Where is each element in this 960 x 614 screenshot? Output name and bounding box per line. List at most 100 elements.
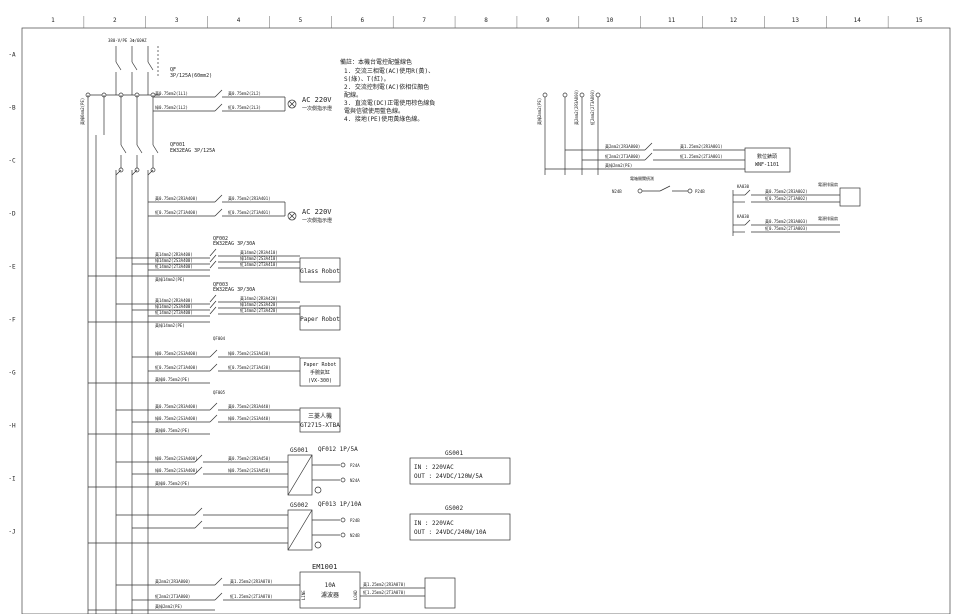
column-number: 9 [546, 17, 550, 24]
hmi-box-line2: GT2715-XTBA [300, 422, 340, 429]
column-number: 14 [854, 17, 862, 24]
wire-label-d3: 紅14mm2(2T3A400) [155, 309, 193, 315]
note-line-3: 2. 交流控制電(AC)依相位顏色 [344, 83, 429, 91]
wire-label-f4: 綠0.75mm2(2S3A440) [228, 415, 271, 421]
gs001-spec-box [409, 457, 511, 485]
row-letter: -I [8, 476, 16, 483]
gs002-in: IN : 220VAC [414, 520, 454, 527]
wire-label-b4: 紅0.75mm2(2T3A401) [228, 209, 271, 215]
wire-label-rel1: 黃0.75mm2(2R3A802) [765, 188, 808, 194]
power-supply-gs002 [88, 507, 346, 551]
fan-2-label: 電源排風扇 [818, 215, 838, 221]
row-letter: -E [8, 264, 16, 271]
load-hmi [88, 402, 341, 435]
meter-line2: WNF-1101 [755, 162, 779, 168]
relay-2-label: KA030 [737, 214, 750, 219]
wire-label-r4: 紅1.25mm2(2T3A801) [680, 153, 723, 159]
meter-branch [545, 142, 791, 173]
right-vert-3: 紅2mm2(2T3A800) [589, 90, 595, 125]
wire-label-g1: 黃0.75mm2(2R3A450) [228, 455, 271, 461]
load-wrist-cylinder [88, 349, 341, 387]
qf004-label: QF004 [213, 336, 226, 341]
wire-label-h4: 紅1.25mm2(2T3A870) [230, 593, 273, 599]
qf013-label: QF013 1P/10A [318, 501, 362, 508]
column-number: 11 [668, 17, 676, 24]
gs002-spec-box [409, 513, 511, 541]
right-vert-2: 黃2mm2(2R3A800) [573, 90, 579, 125]
qf002-label: QF002 [213, 236, 228, 242]
wire-label-h5: 黃1.25mm2(2R3A870) [363, 581, 406, 587]
column-number: 3 [175, 17, 179, 24]
note-box: 備註：本機台電控配盤線色 1. 交流三相電(AC)使用R(黃)、 S(綠)、T(… [340, 58, 435, 123]
column-number: 10 [606, 17, 614, 24]
column-number: 13 [792, 17, 800, 24]
wire-label-f1: 黃0.75mm2(2R3A400) [155, 403, 198, 409]
note-line-5: 3. 直流電(DC)正電使用棕色線負 [344, 99, 435, 107]
wire-label-h6: 紅1.25mm2(2T3A870) [363, 589, 406, 595]
wire-label-b3: 黃0.75mm2(2R3A401) [228, 195, 271, 201]
wire-label-r-pe: 黃綠2mm2(PE) [605, 162, 632, 168]
wire-label-h1: 黃2mm2(2R3A800) [155, 578, 190, 584]
relay-1-label: KA030 [737, 184, 750, 189]
filter-em1001 [88, 571, 456, 611]
qf005-label: QF005 [213, 390, 226, 395]
wire-label-d2: 綠14mm2(2S3A400) [155, 303, 193, 309]
right-vert-1: 黃綠2mm2(PE) [536, 98, 542, 125]
door-switch [637, 185, 693, 194]
wire-label-b1: 黃0.75mm2(2R3A400) [155, 195, 198, 201]
main-breaker [115, 46, 159, 95]
gs001-in: IN : 220VAC [414, 464, 454, 471]
wire-label-g0b: 綠0.75mm2(2S3A400) [155, 467, 198, 473]
lamp-branch-1 [153, 89, 297, 112]
column-number: 2 [113, 17, 117, 24]
lamp-2-sub: 一次側指示燈 [302, 217, 332, 224]
wire-label-c2: 綠14mm2(2S3A400) [155, 257, 193, 263]
wire-label-g0: 綠0.75mm2(2S3A400) [155, 455, 198, 461]
column-number: 12 [730, 17, 738, 24]
wire-label-f2: 綠0.75mm2(2S3A400) [155, 415, 198, 421]
fan-relays [732, 187, 861, 236]
column-number: 15 [915, 17, 923, 24]
wire-label-r3: 黃1.25mm2(2R3A801) [680, 143, 723, 149]
gs001-p: P24A [350, 463, 360, 468]
row-letter: -B [8, 105, 16, 112]
column-number: 8 [484, 17, 488, 24]
gs002-out: OUT : 24VDC/240W/10A [414, 529, 487, 536]
gs002-title: GS002 [445, 505, 463, 512]
wire-label-e-pe: 黃綠0.75mm2(PE) [155, 376, 190, 382]
paper-robot-box-label: Paper Robot [300, 316, 340, 323]
load-glass-robot [88, 248, 341, 283]
wire-label-f-pe: 黃綠0.75mm2(PE) [155, 427, 190, 433]
row-letter: -A [8, 52, 16, 59]
note-line-6: 電與信號使用藍色線。 [344, 107, 404, 115]
meter-line1: 數位錶頭 [757, 153, 777, 160]
wire-label-g2: 綠0.75mm2(2S3A450) [228, 467, 271, 473]
door-switch-n24: N24B [612, 189, 622, 194]
main-breaker-spec: 3P/125A(60mm2) [170, 73, 212, 79]
row-letter: -D [8, 211, 16, 218]
filter-line2: 濾波器 [321, 591, 339, 599]
wrist-box-line3: (VX-300) [308, 378, 332, 384]
wire-label-h-pe: 黃綠2mm2(PE) [155, 603, 182, 609]
column-number: 5 [299, 17, 303, 24]
lamp-1-label: AC 220V [302, 96, 332, 104]
wire-label-c4: 黃綠14mm2(PE) [155, 276, 185, 282]
qf012-label: QF012 1P/5A [318, 446, 358, 453]
qf001-label: QF001 [170, 142, 185, 148]
wire-label-d6: 綠14mm2(2S3A420) [240, 301, 278, 307]
qf002-spec: EW32EAG 3P/30A [213, 241, 255, 247]
wire-label-rel4: 紅0.75mm2(2T3A803) [765, 225, 808, 231]
sheet-border [21, 27, 951, 614]
wire-label-d1: 黃14mm2(2R3A400) [155, 297, 193, 303]
door-switch-label: 電箱開關偵測 [630, 175, 654, 181]
load-paper-robot [88, 294, 341, 331]
gs002-n: N24B [350, 533, 360, 538]
row-letter: -H [8, 423, 16, 430]
wire-label-e3: 綠0.75mm2(2S3A430) [228, 350, 271, 356]
wire-label-d7: 紅14mm2(2T3A420) [240, 307, 278, 313]
source-label: 380-V/PE 3Φ/60HZ [108, 38, 147, 43]
main-breaker-label: QF [170, 67, 176, 73]
filter-out: LOAD [353, 590, 358, 600]
gs001-n: N24A [350, 478, 360, 483]
